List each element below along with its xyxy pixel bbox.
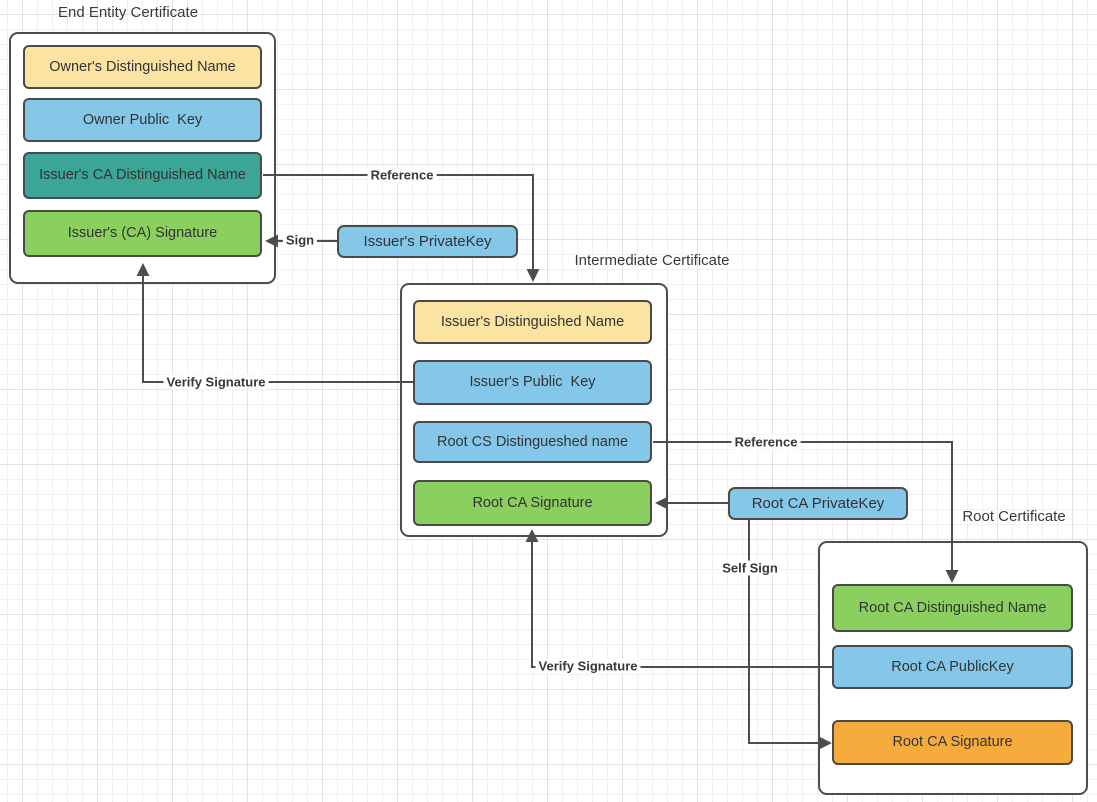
root-ca-distinguished-name-box: Root CA Distinguished Name	[832, 584, 1073, 632]
issuer-public-key-box: Issuer's Public Key	[413, 360, 652, 405]
root-ca-signature-intermediate-box: Root CA Signature	[413, 480, 652, 526]
owner-public-key-box: Owner Public Key	[23, 98, 262, 142]
issuer-ca-signature-box: Issuer's (CA) Signature	[23, 210, 262, 257]
edge-label-reference-2: Reference	[731, 434, 801, 450]
root-ca-private-key-box: Root CA PrivateKey	[728, 487, 908, 520]
intermediate-certificate-title: Intermediate Certificate	[574, 252, 730, 269]
edge-label-self-sign: Self Sign	[719, 560, 781, 576]
root-ca-signature-root-box: Root CA Signature	[832, 720, 1073, 765]
edge-label-sign: Sign	[282, 232, 318, 248]
edge-verify-2	[525, 529, 833, 668]
edge-label-reference-1: Reference	[367, 167, 437, 183]
root-ca-public-key-box: Root CA PublicKey	[832, 645, 1073, 689]
issuer-ca-distinguished-name-box: Issuer's CA Distinguished Name	[23, 152, 262, 199]
owner-distinguished-name-box: Owner's Distinguished Name	[23, 45, 262, 89]
issuer-distinguished-name-box: Issuer's Distinguished Name	[413, 300, 652, 344]
edge-label-verify-signature-1: Verify Signature	[163, 374, 269, 390]
edge-label-verify-signature-2: Verify Signature	[535, 658, 641, 674]
issuer-private-key-box: Issuer's PrivateKey	[337, 225, 518, 258]
root-cs-distingueshed-name-box: Root CS Distingueshed name	[413, 421, 652, 463]
end-entity-certificate-title: End Entity Certificate	[57, 4, 199, 21]
root-certificate-title: Root Certificate	[962, 508, 1066, 525]
